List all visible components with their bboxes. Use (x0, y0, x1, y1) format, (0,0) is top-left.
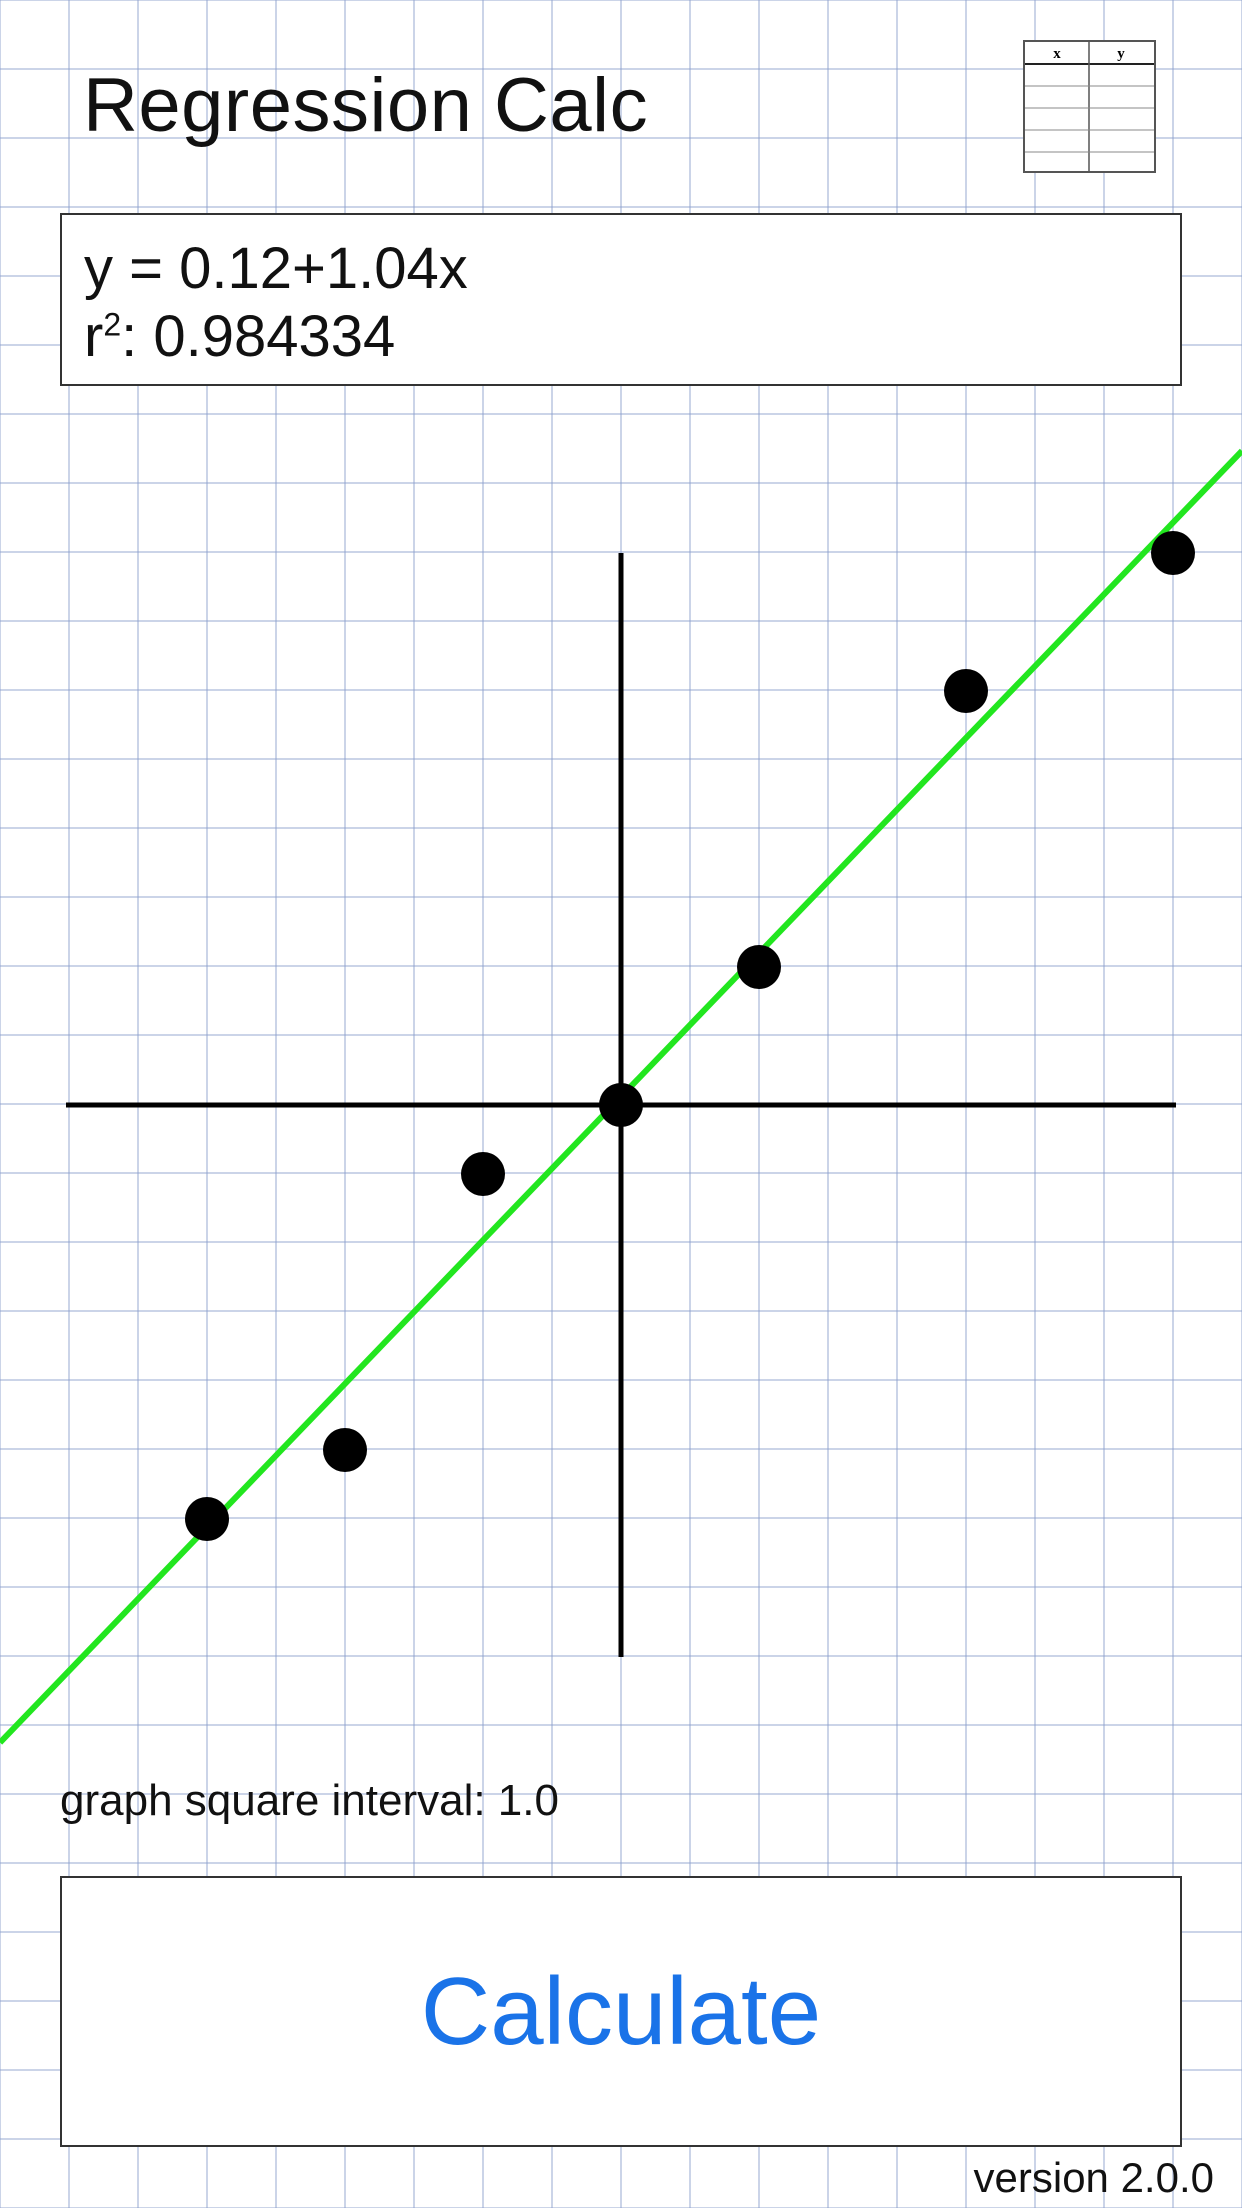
data-point-0 (185, 1497, 229, 1541)
data-point-3 (599, 1083, 643, 1127)
table-header-x: x (1053, 46, 1061, 62)
data-table-button[interactable]: x y (1023, 40, 1156, 173)
regression-equation: y = 0.12+1.04x (84, 236, 468, 301)
data-point-6 (1151, 531, 1195, 575)
r2-label: r (84, 304, 104, 369)
r2-superscript: 2 (103, 306, 122, 343)
r-squared: r2: 0.984334 (84, 303, 395, 370)
result-box: y = 0.12+1.04x r2: 0.984334 (60, 213, 1182, 386)
data-point-5 (944, 669, 988, 713)
version-label: version 2.0.0 (973, 2154, 1214, 2201)
regression-graph (0, 448, 1242, 1745)
data-table-icon: x y (1025, 42, 1154, 171)
table-header-y: y (1117, 46, 1125, 62)
data-point-2 (461, 1152, 505, 1196)
data-point-4 (737, 945, 781, 989)
calculate-button[interactable]: Calculate (60, 1876, 1182, 2147)
r2-value: : 0.984334 (121, 304, 396, 369)
app-title: Regression Calc (83, 63, 649, 148)
graph-interval-label: graph square interval: 1.0 (60, 1776, 559, 1825)
data-point-1 (323, 1428, 367, 1472)
